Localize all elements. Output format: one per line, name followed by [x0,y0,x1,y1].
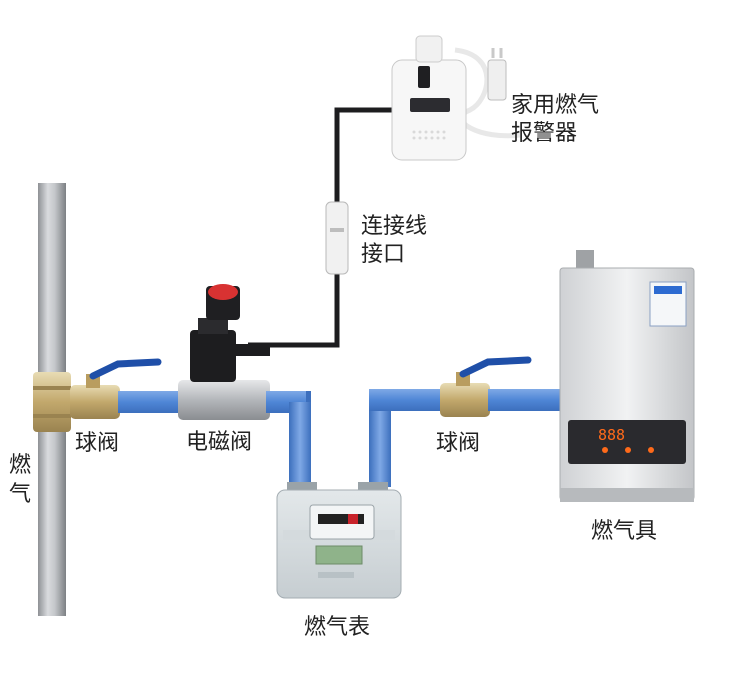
gas-main-pipe [33,183,71,616]
gas-alarm-device [391,35,521,161]
blue-pipe-segment [488,389,563,411]
gas-main-label: 燃 气 [9,452,33,509]
gas-main-label-char-2: 气 [9,481,32,507]
gas-main-label-char-1: 燃 [9,453,32,478]
gas-meter [276,482,402,599]
blue-pipe-segment [118,391,188,413]
alarm-label-line-2: 报警器 [511,120,578,146]
connector-label: 连接线 接口 [361,213,427,268]
ball-valve-left [70,358,162,419]
solenoid-valve [178,284,270,420]
connector-label-line-1: 连接线 [361,214,428,239]
blue-pipe-segment [289,402,311,486]
blue-pipe-segment [369,389,391,487]
alarm-label: 家用燃气 报警器 [511,92,599,147]
gas-water-heater [559,250,695,502]
ball-valve-left-label: 球阀 [75,431,120,456]
ball-valve-right [440,356,532,417]
blue-pipe-segment [369,389,449,411]
connection-cable [248,107,393,348]
ball-valve-right-label: 球阀 [436,431,481,456]
connector-label-line-2: 接口 [361,241,406,267]
solenoid-valve-label: 电磁阀 [186,430,253,455]
alarm-label-line-1: 家用燃气 [511,93,600,118]
gas-meter-label: 燃气表 [304,615,371,640]
gas-appliance-label: 燃气具 [591,519,658,544]
heater-display-readout: 888 [598,426,625,444]
